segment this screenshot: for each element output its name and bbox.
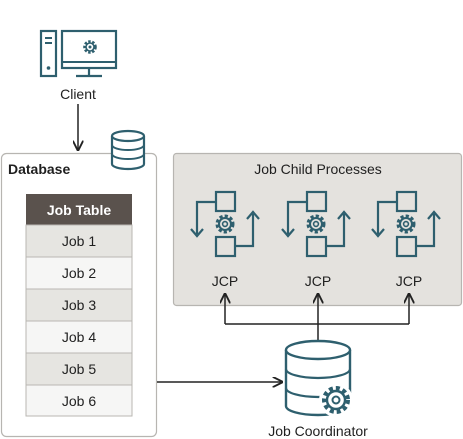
client-computer-icon [39, 29, 118, 78]
table-row [25, 384, 133, 417]
table-row-label: Job 5 [62, 361, 96, 377]
table-row-label: Job 3 [62, 297, 96, 313]
job-table: Job Table Job 1 Job 2 Job 3 Job 4 Job 5 … [25, 194, 133, 417]
table-row-label: Job 4 [62, 329, 96, 345]
coordinator-to-jcp-connectors [225, 294, 409, 340]
table-row [25, 256, 133, 290]
job-coordinator-icon [284, 339, 353, 417]
jcp-label: JCP [396, 273, 422, 289]
job-table-header-label: Job Table [47, 202, 112, 218]
client-label: Client [60, 86, 96, 102]
job-coordinator-label: Job Coordinator [268, 423, 368, 439]
table-row-label: Job 2 [62, 265, 96, 281]
database-label: Database [8, 161, 70, 177]
job-table-header [26, 194, 132, 225]
table-row [25, 320, 133, 354]
database-icon [110, 129, 146, 171]
jcp-label: JCP [305, 273, 331, 289]
table-row-label: Job 1 [62, 233, 96, 249]
job-child-processes-title: Job Child Processes [254, 161, 382, 177]
table-row-label: Job 6 [62, 393, 96, 409]
jcp-label: JCP [212, 273, 238, 289]
